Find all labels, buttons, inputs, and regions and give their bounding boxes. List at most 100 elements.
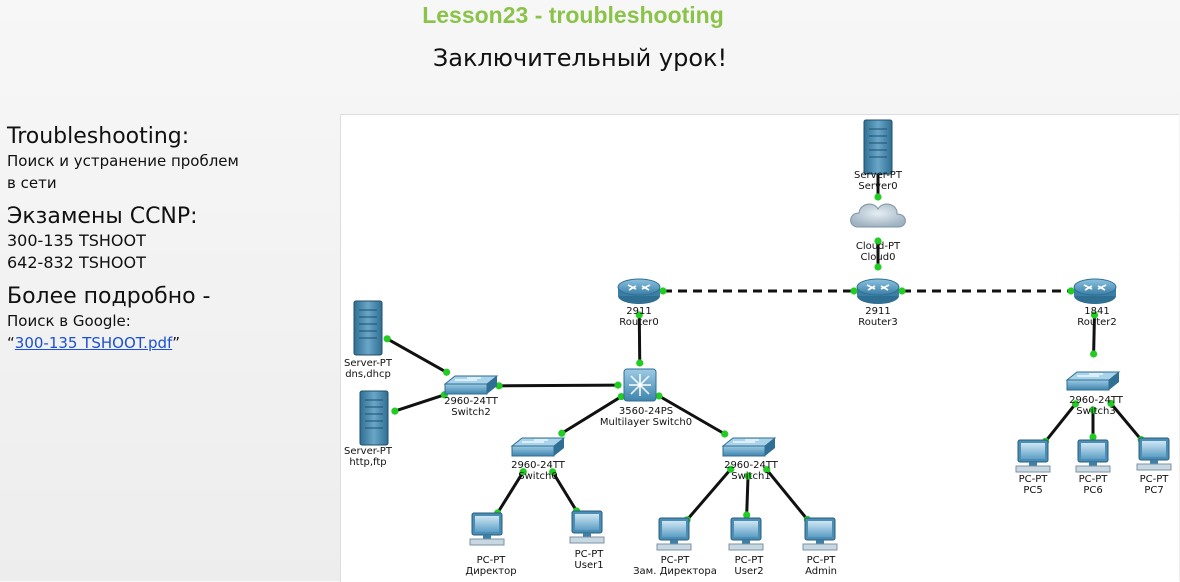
- device-switch0[interactable]: [510, 437, 566, 457]
- port-indicator: [391, 407, 399, 415]
- link-switch3-pc7: [1109, 402, 1143, 441]
- port-indicator: [1089, 406, 1097, 414]
- port-indicator: [617, 392, 625, 401]
- device-name-label: http,ftp: [349, 457, 386, 468]
- device-pc6[interactable]: [1075, 439, 1111, 473]
- google-search-hint: Поиск в Google:: [7, 312, 131, 330]
- port-indicator: [659, 287, 667, 295]
- device-model-label: Server-PT: [344, 446, 393, 457]
- device-name-label: Multilayer Switch0: [600, 417, 692, 428]
- device-model-label: PC-PT: [1079, 474, 1109, 485]
- device-pc_zam[interactable]: [656, 517, 692, 551]
- device-model-label: 2960-24TT: [511, 460, 566, 471]
- device-pc5[interactable]: [1015, 439, 1051, 473]
- troubleshooting-heading: Troubleshooting:: [7, 124, 190, 149]
- port-indicator: [1107, 399, 1115, 408]
- port-indicator: [443, 368, 451, 376]
- port-indicator: [763, 466, 771, 474]
- device-server0[interactable]: [863, 119, 893, 175]
- port-indicator: [1067, 287, 1075, 295]
- device-name-label: Директор: [465, 566, 516, 577]
- device-name-label: Router2: [1077, 317, 1117, 328]
- port-indicator: [1090, 311, 1099, 319]
- link-router0-mls0: [637, 314, 642, 364]
- link-switch2-mls0: [498, 383, 619, 388]
- port-indicator: [874, 263, 882, 271]
- device-pc7[interactable]: [1136, 437, 1172, 471]
- link-switch0-pc_user1: [551, 471, 578, 512]
- device-model-label: 2960-24TT: [444, 396, 499, 407]
- device-model-label: PC-PT: [807, 555, 837, 566]
- link-switch0-pc_dir: [496, 470, 525, 514]
- device-model-label: 1841: [1084, 306, 1109, 317]
- device-srv_http[interactable]: [359, 390, 389, 446]
- link-switch1-pc_user2: [745, 475, 750, 516]
- port-indicator: [635, 311, 643, 319]
- quote-open: “: [7, 334, 15, 352]
- exams-heading: Экзамены CCNP:: [7, 204, 198, 229]
- device-router0[interactable]: [617, 278, 661, 304]
- device-pc_user2[interactable]: [728, 517, 764, 551]
- device-name-label: Зам. Директора: [633, 566, 717, 577]
- port-indicator: [898, 287, 906, 295]
- port-indicator: [727, 465, 735, 473]
- device-name-label: PC7: [1144, 485, 1163, 496]
- device-pc_user1[interactable]: [569, 510, 605, 544]
- device-model-label: PC-PT: [477, 555, 507, 566]
- device-model-label: PC-PT: [735, 555, 765, 566]
- device-name-label: Switch3: [1076, 406, 1115, 417]
- device-router2[interactable]: [1073, 278, 1117, 304]
- link-switch3-pc5: [1044, 402, 1077, 443]
- device-name-label: Switch0: [518, 471, 557, 482]
- device-switch3[interactable]: [1065, 371, 1121, 391]
- device-model-label: PC-PT: [575, 549, 605, 560]
- pdf-link-line: “300-135 TSHOOT.pdf”: [7, 332, 327, 354]
- port-indicator: [519, 468, 527, 476]
- device-srv_dns[interactable]: [353, 300, 383, 356]
- quote-close: ”: [172, 334, 181, 352]
- port-indicator: [743, 511, 751, 519]
- port-indicator: [1090, 350, 1098, 358]
- device-name-label: Switch2: [451, 407, 490, 418]
- port-indicator: [721, 430, 729, 438]
- device-mls0[interactable]: [623, 368, 657, 402]
- device-model-label: 2911: [626, 306, 651, 317]
- port-indicator: [549, 468, 557, 476]
- tshoot-pdf-link[interactable]: 300-135 TSHOOT.pdf: [14, 334, 173, 352]
- device-name-label: Router0: [619, 317, 659, 328]
- device-pc_dir[interactable]: [469, 512, 505, 546]
- nodes-layer: Server-PTServer0Cloud-PTCloud02911Router…: [344, 119, 1172, 577]
- exam-item-300-135: 300-135 TSHOOT: [7, 231, 146, 250]
- device-name-label: Switch1: [731, 471, 770, 482]
- more-info-heading: Более подробно -: [7, 284, 211, 309]
- link-srv_http-switch2: [394, 393, 445, 413]
- troubleshooting-desc-line1: Поиск и устранение проблем: [7, 152, 239, 170]
- port-indicator: [495, 382, 503, 390]
- device-cloud0[interactable]: [850, 203, 906, 228]
- troubleshooting-desc-line2: в сети: [7, 174, 57, 192]
- link-mls0-switch1: [658, 394, 726, 436]
- port-indicator: [874, 193, 882, 201]
- link-router2-switch3: [1092, 314, 1096, 355]
- port-indicator: [874, 237, 882, 245]
- device-model-label: Server-PT: [854, 170, 903, 181]
- port-indicator: [850, 287, 858, 295]
- device-model-label: Server-PT: [344, 358, 393, 369]
- link-srv_dns-switch2: [386, 337, 448, 374]
- network-topology-svg: Server-PTServer0Cloud-PTCloud02911Router…: [344, 119, 1172, 577]
- device-switch1[interactable]: [721, 437, 777, 457]
- port-indicator: [655, 392, 663, 400]
- device-name-label: PC5: [1023, 485, 1042, 496]
- device-router3[interactable]: [856, 278, 900, 304]
- port-indicator: [1071, 400, 1080, 408]
- link-mls0-switch0: [561, 395, 623, 435]
- device-pc_admin[interactable]: [802, 517, 838, 551]
- device-model-label: 2960-24TT: [1069, 395, 1124, 406]
- device-model-label: PC-PT: [661, 555, 691, 566]
- device-switch2[interactable]: [443, 375, 499, 395]
- port-indicator: [383, 335, 391, 343]
- device-name-label: Server0: [858, 181, 897, 192]
- port-indicator: [1089, 433, 1097, 441]
- link-switch1-pc_zam: [685, 468, 732, 521]
